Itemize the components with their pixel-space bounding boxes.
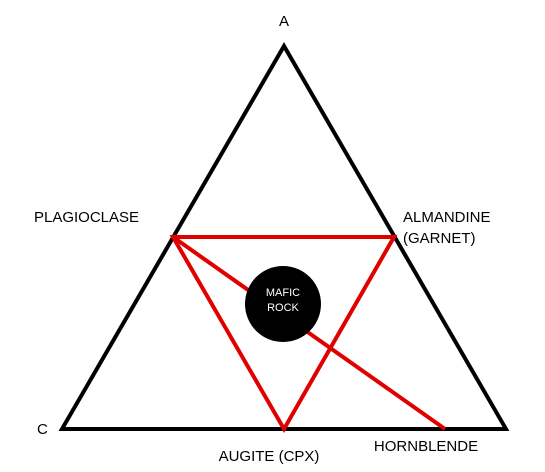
mineral-label-almandine: ALMANDINE xyxy=(403,209,491,226)
tie-line-plag-hornblende xyxy=(171,235,447,431)
vertex-label-c: C xyxy=(37,421,48,438)
mafic-rock-label-line2: ROCK xyxy=(267,302,299,314)
mineral-label-augite: AUGITE (CPX) xyxy=(219,448,320,465)
tie-triangle-plag-alm-aug xyxy=(169,235,398,434)
mineral-label-hornblende: HORNBLENDE xyxy=(374,438,478,455)
mineral-label-plagioclase: PLAGIOCLASE xyxy=(34,209,139,226)
mafic-rock-label-line1: MAFIC xyxy=(266,287,300,299)
mineral-label-garnet: (GARNET) xyxy=(403,230,476,247)
vertex-label-a: A xyxy=(279,13,289,30)
mafic-rock-point xyxy=(245,266,321,342)
